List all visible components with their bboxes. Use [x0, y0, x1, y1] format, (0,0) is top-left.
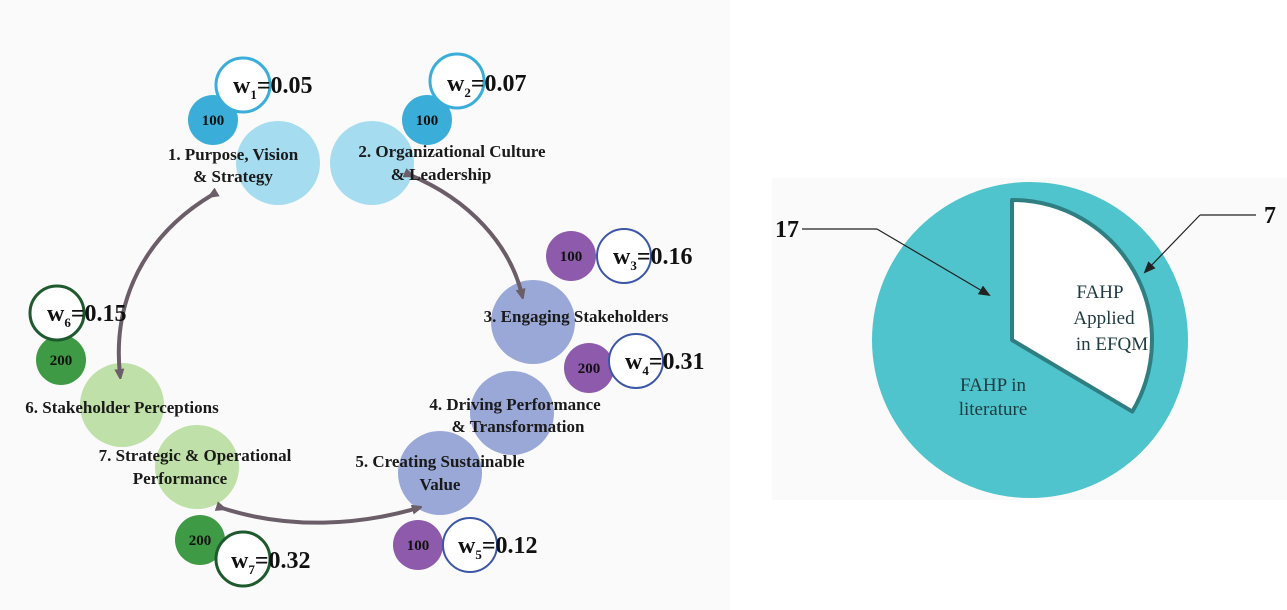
criterion-7-points-badge: 200	[175, 515, 225, 565]
criterion-1-points: 100	[202, 113, 225, 129]
criterion-5-label-line2: Value	[420, 475, 461, 494]
criterion-1-circle	[236, 121, 320, 205]
criterion-3-circle	[491, 280, 575, 364]
arrow-results-execution	[222, 508, 418, 525]
criterion-4-weight-text: w4=0.31	[625, 349, 705, 378]
pie-main-label-line1: FAHP in	[960, 375, 1026, 396]
criterion-7-weight: w7=0.32	[214, 530, 311, 588]
criterion-5-weight: w5=0.12	[442, 517, 538, 573]
callout-slice-arrow	[1143, 214, 1201, 274]
criterion-3-weight: w3=0.16	[596, 228, 693, 284]
criterion-5-circle	[398, 431, 482, 515]
criterion-4-circle	[470, 371, 554, 455]
criterion-2-points-badge: 100	[402, 95, 452, 145]
criterion-3-weight-text: w3=0.16	[613, 244, 693, 273]
criterion-6-points: 200	[50, 353, 73, 369]
criterion-7-points: 200	[189, 533, 212, 549]
criterion-2-points: 100	[416, 113, 439, 129]
criterion-2-label-line1: 2. Organizational Culture	[358, 142, 546, 161]
criterion-4-label-line2: & Transformation	[451, 417, 585, 436]
criterion-1-weight: w1=0.05	[214, 56, 313, 114]
criterion-1-label-line1: 1. Purpose, Vision	[168, 145, 299, 164]
criterion-2-circle	[330, 121, 414, 205]
criterion-6-points-badge: 200	[36, 335, 86, 385]
criterion-7-weight-text: w7=0.32	[231, 548, 311, 577]
criterion-7-label-line1: 7. Strategic & Operational	[99, 446, 292, 465]
criterion-6-weight: w6=0.15	[28, 284, 127, 342]
criterion-4-weight: w4=0.31	[608, 333, 705, 389]
criterion-4-points-badge: 200	[564, 343, 614, 393]
pie-main-label-line2: literature	[959, 399, 1028, 420]
pie-slice-label-line3: in EFQM	[1076, 334, 1148, 355]
arrow-direction-results	[119, 195, 212, 375]
pie-main-value: 17	[775, 217, 799, 243]
pie-chart	[872, 182, 1188, 498]
arrow-direction-execution	[410, 175, 522, 295]
pie-slice-label-line2: Applied	[1073, 308, 1135, 329]
criterion-5-points-badge: 100	[393, 520, 443, 570]
criterion-4-points: 200	[578, 361, 601, 377]
pie-slice-fahp-efqm	[1010, 198, 1154, 414]
criterion-5-points: 100	[407, 538, 430, 554]
criterion-7-circle	[155, 425, 239, 509]
criterion-5-label-line1: 5. Creating Sustainable	[355, 452, 525, 471]
pie-slice-label-line1: FAHP	[1076, 282, 1123, 303]
criterion-1-label-line2: & Strategy	[193, 167, 273, 186]
criterion-6-weight-text: w6=0.15	[47, 301, 127, 330]
criterion-5-weight-text: w5=0.12	[458, 533, 538, 562]
criterion-3-points-badge: 100	[546, 231, 596, 281]
criterion-6-label: 6. Stakeholder Perceptions	[25, 398, 219, 417]
criterion-4-label-line1: 4. Driving Performance	[429, 395, 601, 414]
criterion-2-weight: w2=0.07	[428, 52, 527, 110]
criterion-6-circle	[80, 363, 164, 447]
pie-slice-value: 7	[1264, 203, 1276, 229]
criterion-7-label-line2: Performance	[133, 469, 228, 488]
criterion-1-points-badge: 100	[188, 95, 238, 145]
criterion-1-weight-text: w1=0.05	[233, 73, 313, 102]
criterion-2-weight-text: w2=0.07	[447, 71, 527, 100]
criterion-3-points: 100	[560, 249, 583, 265]
criterion-3-label: 3. Engaging Stakeholders	[484, 307, 669, 326]
callout-main-arrow	[876, 228, 991, 297]
criterion-2-label-line2: & Leadership	[391, 165, 492, 184]
